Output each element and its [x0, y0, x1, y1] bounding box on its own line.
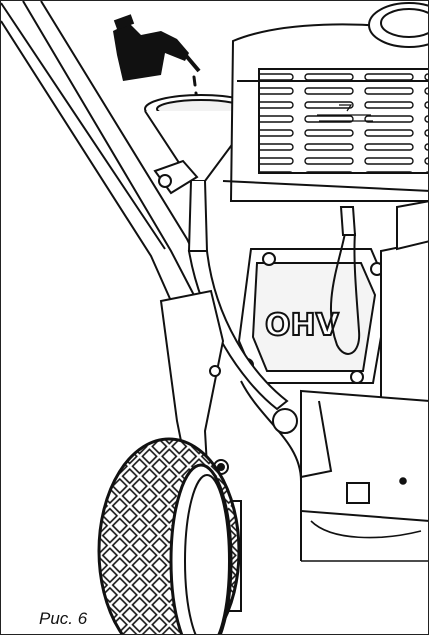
- spark-plug-wire: [329, 206, 361, 355]
- wheel: [97, 437, 241, 634]
- valve-cover: [237, 248, 391, 384]
- funnel-icon: [144, 94, 258, 252]
- engine-lower-right: [301, 477, 428, 562]
- engine-emblem: [317, 104, 373, 122]
- engine-label: OHV: [265, 308, 340, 343]
- engine-side: [300, 200, 428, 522]
- engine-body: [222, 23, 428, 202]
- engine-base: [240, 380, 333, 561]
- oil-can-icon: [113, 14, 201, 81]
- fuel-cap: [368, 2, 428, 48]
- figure-caption: Рис. 6: [35, 609, 92, 629]
- funnel-clip: [153, 159, 199, 195]
